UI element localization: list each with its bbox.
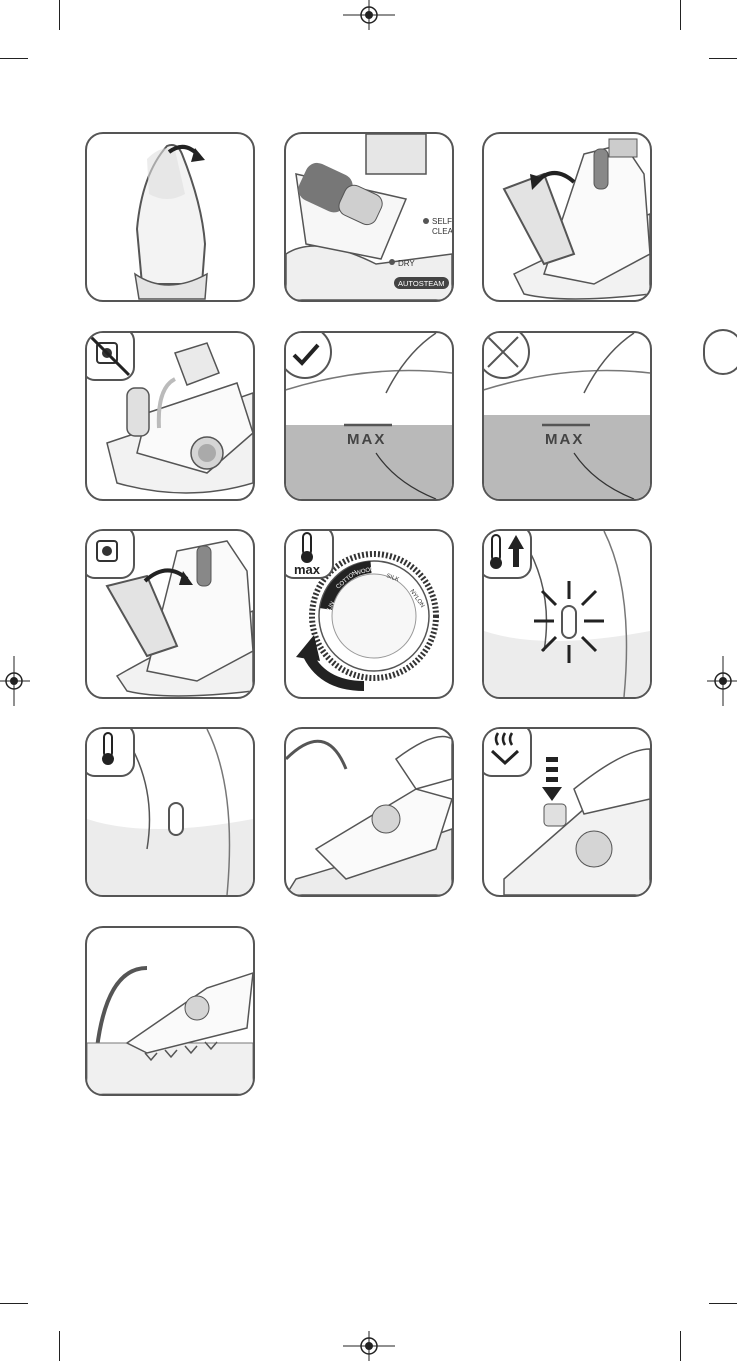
temp-badge	[87, 729, 135, 777]
crop-mark	[709, 58, 737, 59]
panel-12-press-steam-button	[482, 727, 652, 897]
crop-mark	[680, 0, 681, 30]
self-clean-label: CLEAN	[432, 227, 452, 236]
crop-mark	[680, 1331, 681, 1361]
thermometer-icon	[490, 534, 524, 569]
correct-badge	[286, 333, 332, 379]
panel-1-iron-soleplate	[85, 132, 255, 302]
plug-icon	[96, 540, 118, 562]
thermometer-icon: max	[294, 532, 321, 577]
dial-label-lin: LIN	[327, 601, 337, 612]
wrong-badge	[484, 333, 530, 379]
panel-2-steam-selector: SELF CLEAN DRY AUTOSTEAM	[284, 132, 454, 302]
panel-6-water-level-overfilled: MAX	[482, 331, 652, 501]
cross-icon	[487, 336, 519, 368]
dial-label-wool: WOOL	[355, 566, 375, 577]
thermometer-icon	[102, 732, 114, 765]
panel-4-fill-water	[85, 331, 255, 501]
crop-mark	[0, 1303, 28, 1304]
plug-badge	[87, 531, 135, 579]
max-label: MAX	[545, 431, 584, 448]
checkmark-icon	[292, 343, 320, 366]
iron-icon	[133, 144, 208, 300]
panel-3-open-water-cap	[482, 132, 652, 302]
max-badge-label: max	[294, 562, 321, 577]
max-label: MAX	[347, 431, 386, 448]
crop-mark	[59, 1331, 60, 1361]
panel-9-indicator-light-on	[482, 529, 652, 699]
autosteam-label: AUTOSTEAM	[398, 279, 445, 288]
crop-mark	[709, 1303, 737, 1304]
panel-10-indicator-light-off	[85, 727, 255, 897]
registration-mark	[0, 656, 30, 706]
panel-8-temperature-dial: LIN COTTON WOOL SILK NYLON max	[284, 529, 454, 699]
registration-mark	[343, 0, 395, 30]
arrow-icon	[542, 787, 562, 801]
dry-label: DRY	[398, 259, 415, 268]
panel-5-water-level-ok: MAX	[284, 331, 454, 501]
crop-mark	[0, 58, 28, 59]
panel-11-hold-under-tap	[284, 727, 454, 897]
max-temp-badge: max	[286, 531, 334, 579]
panel-13-flush-soleplate	[85, 926, 255, 1096]
crop-mark	[59, 0, 60, 30]
steam-icon	[490, 732, 520, 766]
panel-7-close-water-cap	[85, 529, 255, 699]
temp-rising-badge	[484, 531, 532, 579]
dial-label-silk: SILK	[385, 573, 399, 583]
registration-mark	[343, 1331, 395, 1361]
self-clean-label: SELF	[432, 217, 452, 226]
plug-icon	[87, 333, 131, 377]
section-tab	[703, 329, 737, 375]
registration-mark	[707, 656, 737, 706]
steam-badge	[484, 729, 532, 777]
unplug-badge	[87, 333, 135, 381]
arrow-icon	[508, 535, 524, 549]
